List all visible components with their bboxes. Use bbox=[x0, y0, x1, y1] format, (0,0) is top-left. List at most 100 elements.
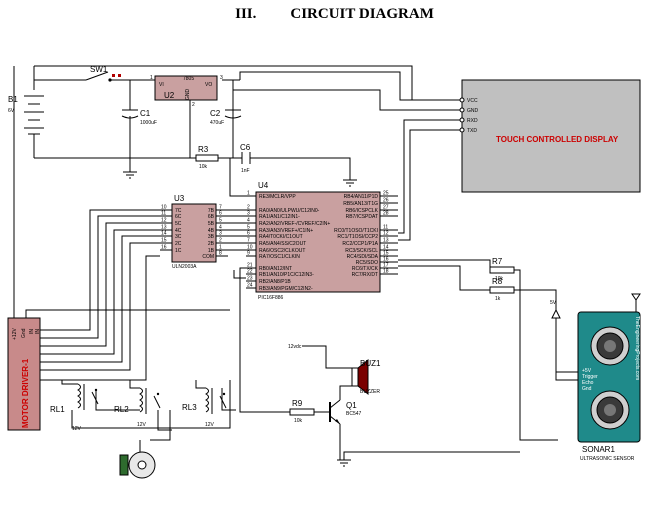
sonar-watermark: TheEngineeringProjects.com bbox=[634, 316, 640, 380]
ic-pin: 66B bbox=[208, 211, 228, 220]
pin-name: RA2/AN2/VREF-/CVREF/C2IN+ bbox=[259, 221, 330, 227]
pin-number: 6 bbox=[247, 231, 250, 237]
pin-number: 8 bbox=[219, 251, 222, 257]
capacitor-c6: C6 1nF bbox=[240, 143, 251, 174]
pin-number: 27 bbox=[383, 205, 389, 211]
pin-name: RA1/AN1/C12IN1- bbox=[259, 214, 300, 220]
ground-symbol bbox=[123, 170, 137, 179]
motor-driver: MOTOR DRIVER-1 +12V Gnd IN IN bbox=[7, 317, 41, 431]
pin-number: 5 bbox=[219, 218, 222, 224]
display-pin-label: GND bbox=[467, 108, 479, 114]
display-pin-label: VCC bbox=[467, 98, 478, 104]
motor-driver-body bbox=[7, 317, 41, 431]
pin-number: 10 bbox=[161, 205, 167, 211]
pin-number: 3 bbox=[247, 211, 250, 217]
display-pin-label: RXD bbox=[467, 118, 478, 124]
pin-number: 2 bbox=[247, 205, 250, 211]
battery-ref: B1 bbox=[8, 95, 18, 104]
reg-gnd: GND bbox=[185, 89, 191, 101]
pin-number: 14 bbox=[161, 231, 167, 237]
pin-name: RA7/OSC1/CLKIN bbox=[259, 254, 300, 260]
pin-number: 26 bbox=[383, 198, 389, 204]
pin-number: 15 bbox=[383, 251, 389, 257]
pin-name: 5B bbox=[208, 221, 215, 227]
switch-sw1[interactable]: SW1 bbox=[85, 65, 121, 82]
battery-b1: B1 6V bbox=[8, 95, 44, 140]
display-body bbox=[461, 79, 641, 193]
pin-name: RC2/CCP1/P1A bbox=[342, 241, 378, 247]
resistor-r3: R3 10k bbox=[195, 145, 219, 170]
pin-name: 4C bbox=[175, 228, 182, 234]
motor-driver-label: MOTOR DRIVER-1 bbox=[21, 358, 30, 428]
pin-name: RB4/AN11/P1D bbox=[344, 194, 379, 200]
microcontroller-u4: U4 PIC16F886 1RE3/MCLR/VPP2RA0/AN0/ULPWU… bbox=[246, 181, 398, 301]
display-pin-label: TXD bbox=[467, 128, 477, 134]
relay-rl3: RL3 12V bbox=[182, 387, 227, 428]
pin-number: 13 bbox=[383, 238, 389, 244]
uln-ref: U3 bbox=[174, 194, 185, 203]
antenna-icon bbox=[631, 293, 641, 312]
pin-number: 2 bbox=[219, 238, 222, 244]
mcu-body bbox=[255, 191, 381, 293]
wires bbox=[13, 65, 590, 460]
q1-ref: Q1 bbox=[346, 401, 357, 410]
pin-name: RE3/MCLR/VPP bbox=[259, 194, 296, 200]
supply-12vdc-label: 12vdc bbox=[288, 344, 302, 350]
pin-number: 11 bbox=[383, 225, 388, 231]
pin-name: RC3/SCK/SCL bbox=[345, 248, 378, 254]
r9-ref: R9 bbox=[292, 399, 303, 408]
relay-ref: RL3 bbox=[182, 403, 197, 412]
pin-number: 1 bbox=[219, 245, 222, 251]
relay-value: 12V bbox=[72, 426, 82, 432]
pin-number: 9 bbox=[247, 251, 250, 257]
reg-pin1: 1 bbox=[150, 75, 153, 81]
touch-display: TOUCH CONTROLLED DISPLAY VCC GND RXD TXD bbox=[459, 79, 641, 193]
pin-number: 12 bbox=[383, 231, 389, 237]
pin-name: COM bbox=[202, 254, 214, 260]
r3-ref: R3 bbox=[198, 145, 209, 154]
section-number: III. bbox=[235, 6, 257, 22]
relay-rl1: RL1 12V bbox=[50, 383, 99, 432]
reg-ref: U2 bbox=[164, 91, 175, 100]
c1-value: 1000uF bbox=[140, 120, 157, 126]
pin-name: 5C bbox=[175, 221, 182, 227]
ic-pin: 11B bbox=[208, 245, 228, 254]
pin-name: 6C bbox=[175, 214, 182, 220]
r8-value: 1k bbox=[495, 296, 501, 302]
pin-number: 4 bbox=[219, 225, 222, 231]
reg-vo: VO bbox=[205, 82, 212, 88]
pin-name: RC0/T1OSO/T1CKI bbox=[334, 228, 378, 234]
pin-name: RC4/SDI/SDA bbox=[347, 254, 379, 260]
pin-name: 7C bbox=[175, 208, 182, 214]
r3-value: 10k bbox=[199, 164, 208, 170]
display-pin-gnd: GND bbox=[459, 107, 479, 114]
r7-ref: R7 bbox=[492, 257, 503, 266]
relay-ref: RL2 bbox=[114, 405, 129, 414]
pin-number: 7 bbox=[219, 205, 222, 211]
relay-ref: RL1 bbox=[50, 405, 65, 414]
q1-part: BC547 bbox=[346, 411, 362, 417]
pin-name: RC7/RX/DT bbox=[352, 272, 378, 278]
pin-name: RB2/AN8/P1B bbox=[259, 279, 291, 285]
pin-number: 4 bbox=[247, 218, 250, 224]
switch-ref: SW1 bbox=[90, 65, 108, 74]
supply-12vdc: 12vdc bbox=[288, 344, 302, 350]
motor-driver-pin-12v: +12V bbox=[12, 328, 18, 340]
pin-number: 28 bbox=[383, 211, 389, 217]
pin-name: RC1/T1OSI/CCP2 bbox=[337, 234, 378, 240]
